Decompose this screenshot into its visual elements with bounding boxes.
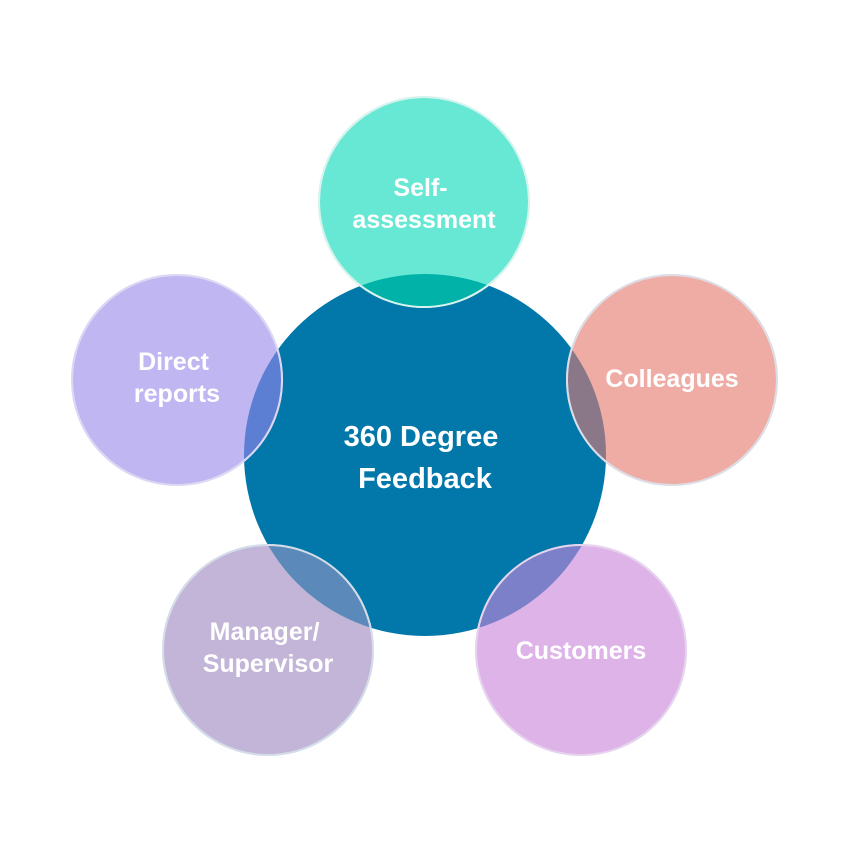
label-line: Colleagues xyxy=(605,365,738,393)
label-manager-supervisor: Manager/ Supervisor xyxy=(203,618,334,678)
label-line: Supervisor xyxy=(203,650,334,678)
label-line: Manager/ xyxy=(210,618,320,646)
center-label-line: 360 Degree xyxy=(344,421,499,453)
label-line: Customers xyxy=(516,637,647,665)
label-colleagues: Colleagues xyxy=(605,365,738,393)
label-customers: Customers xyxy=(516,637,647,665)
center-label: 360 Degree Feedback xyxy=(344,421,507,495)
outline-direct-reports xyxy=(71,274,283,486)
outline-manager-supervisor xyxy=(162,544,374,756)
label-line: Direct xyxy=(138,348,210,376)
label-direct-reports: Direct reports xyxy=(134,348,220,408)
outline-colleagues xyxy=(566,274,778,486)
overlap-customers xyxy=(476,545,606,636)
overlap-layer xyxy=(244,274,606,636)
overlap-manager-supervisor xyxy=(244,545,373,636)
center-circle xyxy=(244,274,606,636)
outline-customers xyxy=(475,544,687,756)
label-line: Self- xyxy=(393,174,447,202)
outline-layer xyxy=(71,96,778,756)
label-self-assessment: Self- assessment xyxy=(352,174,496,234)
label-line: reports xyxy=(134,380,220,408)
label-line: assessment xyxy=(352,206,496,234)
center-label-line: Feedback xyxy=(358,463,493,495)
outline-self-assessment xyxy=(318,96,530,308)
